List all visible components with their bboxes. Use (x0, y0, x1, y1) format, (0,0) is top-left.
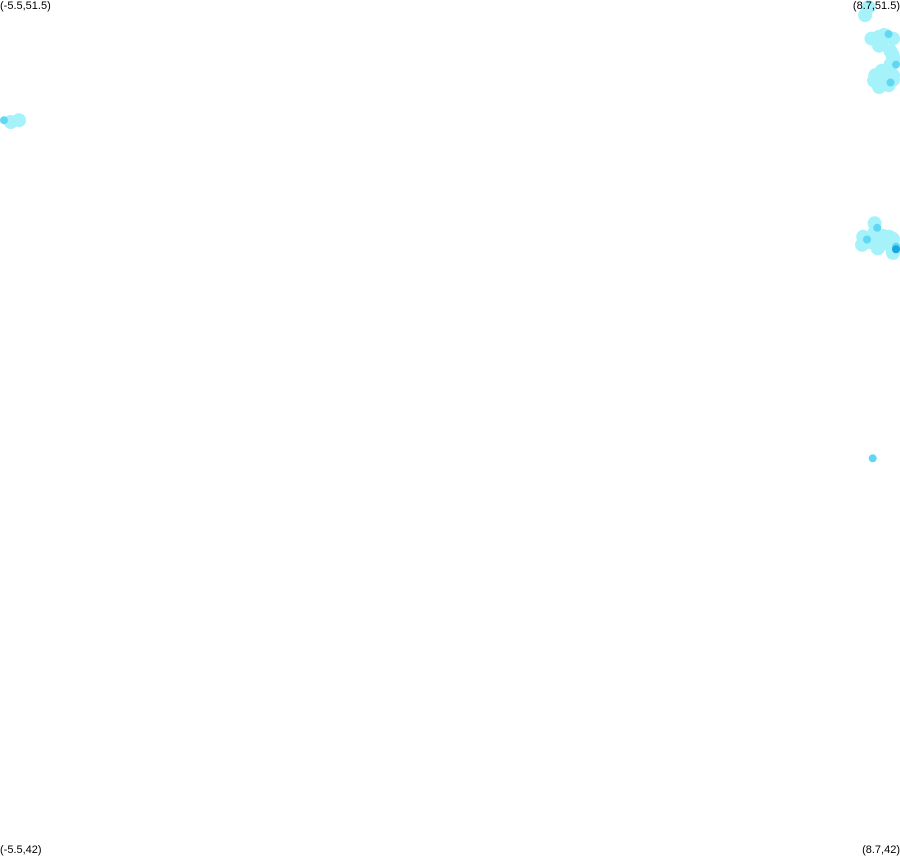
precip-cell-light (870, 241, 885, 256)
precip-cell-medium (884, 30, 893, 39)
corner-label-top-right: (8.7,51.5) (852, 0, 900, 12)
corner-label-top-left: (-5.5,51.5) (0, 0, 51, 12)
precip-cell-medium (892, 60, 900, 69)
precip-cell-light (12, 113, 26, 128)
precip-cell-light (858, 8, 873, 23)
precip-cell-light (872, 38, 887, 53)
precip-cell-medium (863, 235, 871, 244)
precipitation-layer (0, 0, 900, 463)
precip-cell-medium (0, 116, 8, 125)
corner-label-bottom-left: (-5.5,42) (0, 844, 42, 856)
precip-cell-medium (886, 78, 895, 87)
precip-cell-medium (873, 223, 882, 232)
precip-cell-heavy (892, 245, 900, 254)
precip-cell-medium (868, 454, 877, 463)
corner-label-bottom-right: (8.7,42) (862, 844, 900, 856)
